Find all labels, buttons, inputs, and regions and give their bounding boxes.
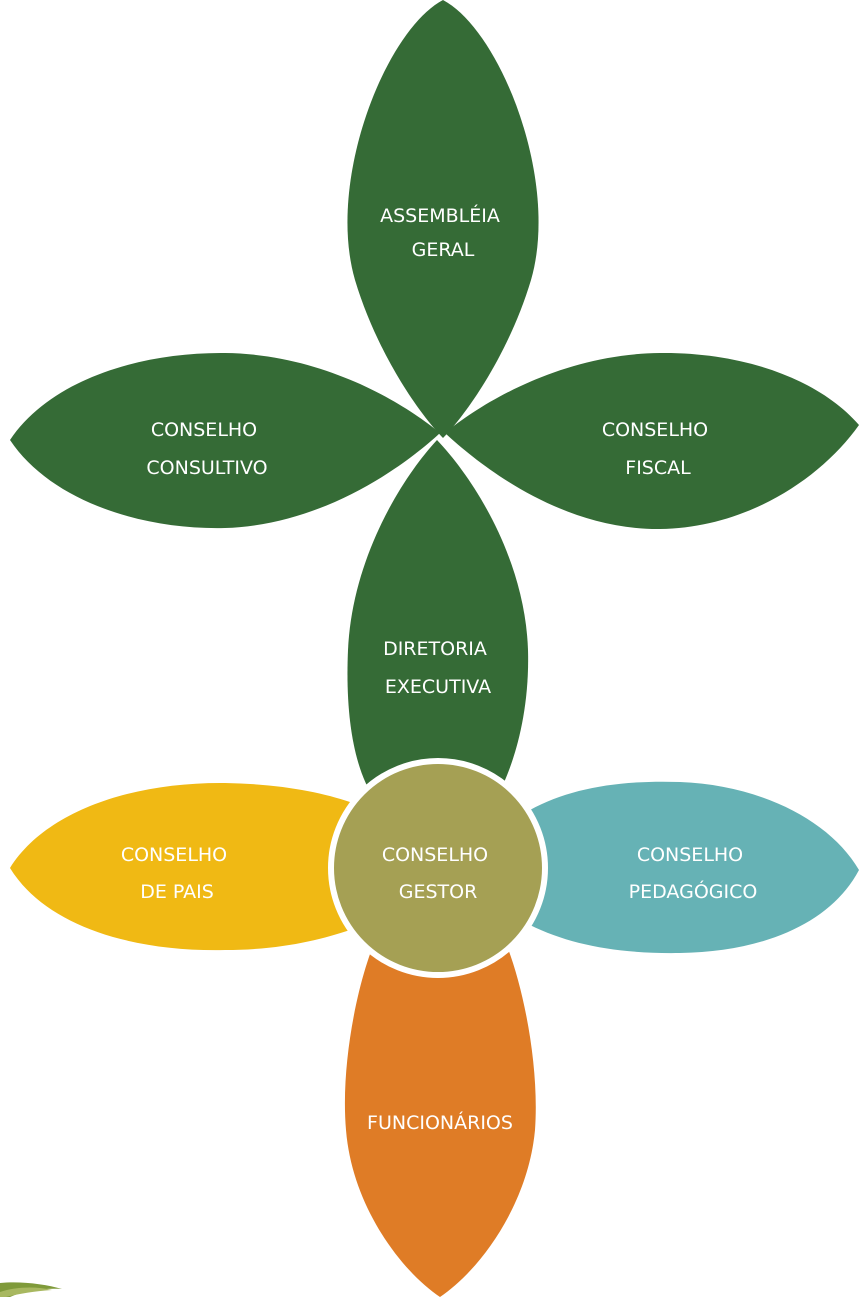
petal-conselho-fiscal: CONSELHO FISCAL: [445, 352, 859, 530]
center-line2: GESTOR: [399, 881, 478, 903]
petal-funcionarios-shape: [344, 930, 536, 1297]
petal-consultivo-line2: CONSULTIVO: [146, 457, 267, 479]
svg-text:CONSELHO PEDAGÓGICO: CONSELHO PEDAGÓGICO: [629, 844, 758, 903]
svg-text:ASSEMBLÉIA GERAL: ASSEMBLÉIA GERAL: [380, 204, 506, 261]
center-line1: CONSELHO: [382, 844, 488, 866]
petal-fiscal-line1: CONSELHO: [602, 419, 708, 441]
petal-conselho-pedagogico: CONSELHO PEDAGÓGICO: [530, 781, 859, 954]
petal-pedagogico-line2: PEDAGÓGICO: [629, 879, 758, 903]
petal-funcionarios: FUNCIONÁRIOS: [344, 930, 536, 1297]
petal-diretoria-line2: EXECUTIVA: [385, 676, 491, 698]
svg-text:CONSELHO DE PAIS: CONSELHO DE PAIS: [121, 844, 233, 903]
petal-funcionarios-line1: FUNCIONÁRIOS: [367, 1111, 513, 1134]
petal-assembleia-line2: GERAL: [412, 239, 475, 261]
svg-text:CONSELHO FISCAL: CONSELHO FISCAL: [602, 419, 714, 479]
petal-consultivo-line1: CONSELHO: [151, 419, 257, 441]
petal-diretoria-line1: DIRETORIA: [383, 638, 487, 660]
petal-pedagogico-line1: CONSELHO: [637, 844, 743, 866]
svg-text:CONSELHO GESTOR: CONSELHO GESTOR: [382, 844, 494, 903]
petal-assembleia-shape: [347, 0, 539, 438]
svg-text:FUNCIONÁRIOS: FUNCIONÁRIOS: [367, 1111, 513, 1134]
center-conselho-gestor: CONSELHO GESTOR: [328, 758, 548, 978]
svg-text:DIRETORIA EXECUTIVA: DIRETORIA EXECUTIVA: [383, 638, 493, 698]
petal-pedagogico-shape: [530, 781, 859, 954]
petal-diretoria-shape: [347, 440, 529, 800]
svg-text:CONSELHO CONSULTIVO: CONSELHO CONSULTIVO: [146, 419, 267, 479]
petal-diretoria-executiva: DIRETORIA EXECUTIVA: [347, 440, 529, 800]
center-circle: [328, 758, 548, 978]
petal-pais-line2: DE PAIS: [140, 881, 214, 903]
petal-pais-shape: [10, 782, 350, 951]
petal-assembleia-line1: ASSEMBLÉIA: [380, 204, 500, 227]
petal-fiscal-line2: FISCAL: [625, 457, 691, 479]
petal-assembleia-geral: ASSEMBLÉIA GERAL: [347, 0, 539, 438]
petal-fiscal-shape: [445, 352, 859, 530]
petal-pais-line1: CONSELHO: [121, 844, 227, 866]
petal-conselho-consultivo: CONSELHO CONSULTIVO: [10, 352, 440, 529]
petal-conselho-de-pais: CONSELHO DE PAIS: [10, 782, 350, 951]
petal-consultivo-shape: [10, 352, 440, 529]
grass-decoration: [0, 1282, 62, 1297]
